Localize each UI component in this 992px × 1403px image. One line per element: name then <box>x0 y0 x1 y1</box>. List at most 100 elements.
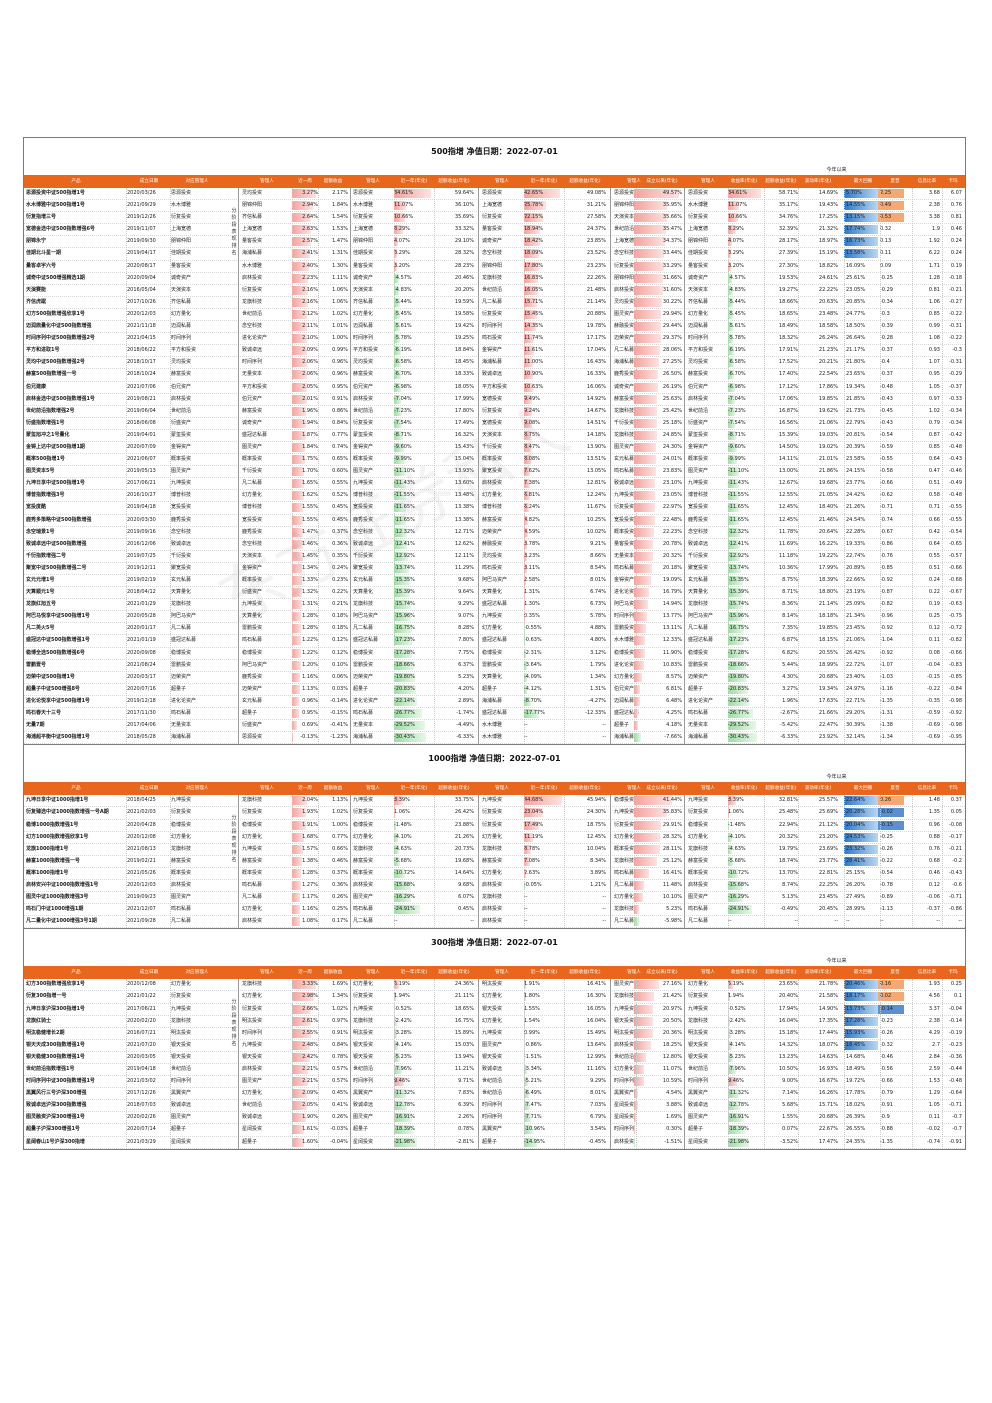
value-bar <box>728 225 736 235</box>
cell: 17.52% <box>778 359 798 366</box>
cell: 16.30% <box>586 993 606 1000</box>
cell: 10.90% <box>524 371 544 378</box>
cell: 18.45% <box>454 359 474 366</box>
cell: 图灵资产 <box>353 894 374 901</box>
cell: 4.88% <box>590 625 606 632</box>
cell: -0.19 <box>949 1029 962 1036</box>
cell: -17.28% <box>728 649 749 656</box>
cell: -- <box>524 918 528 925</box>
cell: 19.33% <box>846 540 866 547</box>
value-bar <box>634 684 641 694</box>
cell: 11.90% <box>662 649 682 656</box>
value-bar <box>728 721 757 731</box>
cell: 1.28% <box>302 613 318 620</box>
cell: 16.22% <box>818 540 838 547</box>
cell: 0.45% <box>332 504 348 511</box>
cell: 9.24% <box>524 407 540 414</box>
cell: 15.39% <box>778 431 798 438</box>
value-bar <box>394 261 398 271</box>
value-bar <box>634 479 656 489</box>
cell: -26.77% <box>728 710 749 717</box>
cell: -4.09% <box>524 673 542 680</box>
cell: 19.85% <box>818 625 838 632</box>
cell: 致诚卓远 <box>353 1102 374 1109</box>
cell: 朋锦仲阳 <box>171 238 192 245</box>
cell: 22.23% <box>662 528 682 535</box>
column-header: 管理人 <box>260 179 274 184</box>
cell: -0.54 <box>880 431 893 438</box>
cell: 18.65% <box>454 1005 474 1012</box>
section-title: 500指增 净值日期：2022-07-01 <box>431 147 558 156</box>
cell: 0.45% <box>332 1090 348 1097</box>
cell: 20.04% <box>846 821 866 828</box>
cell: 6.82% <box>782 649 798 656</box>
drawdown-highlight <box>844 1040 878 1050</box>
value-bar <box>728 893 744 903</box>
value-bar <box>292 237 311 247</box>
cell: 8.01% <box>590 577 606 583</box>
cell: 20.63% <box>818 298 838 305</box>
cell: -- <box>794 918 798 925</box>
cell: -5.98% <box>664 918 682 925</box>
cell: 诚奇资产 <box>171 274 192 281</box>
cell: 27.49% <box>846 894 866 901</box>
cell: 30.39% <box>846 722 866 729</box>
cell: 3.37 <box>928 1005 940 1012</box>
cell: -11.32% <box>728 1090 749 1097</box>
column-header: 成立日期 <box>139 970 159 976</box>
cell: 15.93% <box>846 1029 866 1036</box>
cell: -0.82 <box>949 637 962 644</box>
cell: 凡二私募 <box>353 625 374 632</box>
cell: -0.92 <box>880 625 893 632</box>
value-bar <box>394 709 423 719</box>
cell: -0.35 <box>927 697 940 704</box>
cell: 19.78% <box>586 323 606 330</box>
value-bar <box>292 382 307 392</box>
cell: 20.32% <box>662 552 682 559</box>
cell: 17.94% <box>778 1005 798 1012</box>
cell: 24.77% <box>846 310 866 317</box>
cell: 19.85% <box>818 395 838 402</box>
cell: -- <box>602 722 606 729</box>
cell: 雷鹏投资 <box>688 661 709 668</box>
value-bar <box>524 1101 531 1111</box>
product-name: 致诚卓远中证500指数增强 <box>26 540 87 547</box>
cell: 2019/08/21 <box>127 395 156 402</box>
cell: 13.38% <box>454 504 474 511</box>
cell: 2021/04/15 <box>127 335 156 342</box>
cell: 阿巴马资产 <box>242 661 268 668</box>
cell: 2020/04/28 <box>127 821 156 828</box>
value-bar <box>634 442 657 452</box>
cell: 13.38% <box>454 516 474 523</box>
value-bar <box>292 551 303 561</box>
cell: 朋锦仲阳 <box>242 202 263 209</box>
column-divider <box>610 979 611 1149</box>
cell: -4.83% <box>728 286 746 293</box>
cell: 启林投资 <box>171 395 192 402</box>
cell: 2016/12/06 <box>127 540 156 547</box>
value-bar <box>634 551 653 561</box>
cell: 2.40% <box>302 262 318 269</box>
column-divider <box>764 979 765 1149</box>
cell: 3.23% <box>524 552 540 559</box>
cell: 10.83% <box>662 661 682 668</box>
cell: 16.41% <box>662 869 682 876</box>
cell: 15.43% <box>454 443 474 450</box>
cell: 宽投投资 <box>688 504 709 511</box>
column-header: 夏普 <box>890 970 900 976</box>
cell: 0.91% <box>332 395 348 402</box>
value-bar <box>524 406 532 416</box>
cell: 11.78% <box>778 528 798 535</box>
cell: 天算量化 <box>353 589 374 596</box>
cell: 幻方量化 <box>614 1066 635 1072</box>
cell: -0.67 <box>949 589 962 596</box>
cell: 进化论资产 <box>688 697 714 704</box>
cell: 19.34% <box>846 383 866 390</box>
cell: -- <box>524 722 528 729</box>
cell: 幻方量化 <box>482 869 503 876</box>
cell: 18.84% <box>454 347 474 354</box>
product-name: 宽德金选中证500指数增强6号 <box>26 226 95 233</box>
value-bar <box>634 261 665 271</box>
cell: 8.74% <box>782 881 798 888</box>
